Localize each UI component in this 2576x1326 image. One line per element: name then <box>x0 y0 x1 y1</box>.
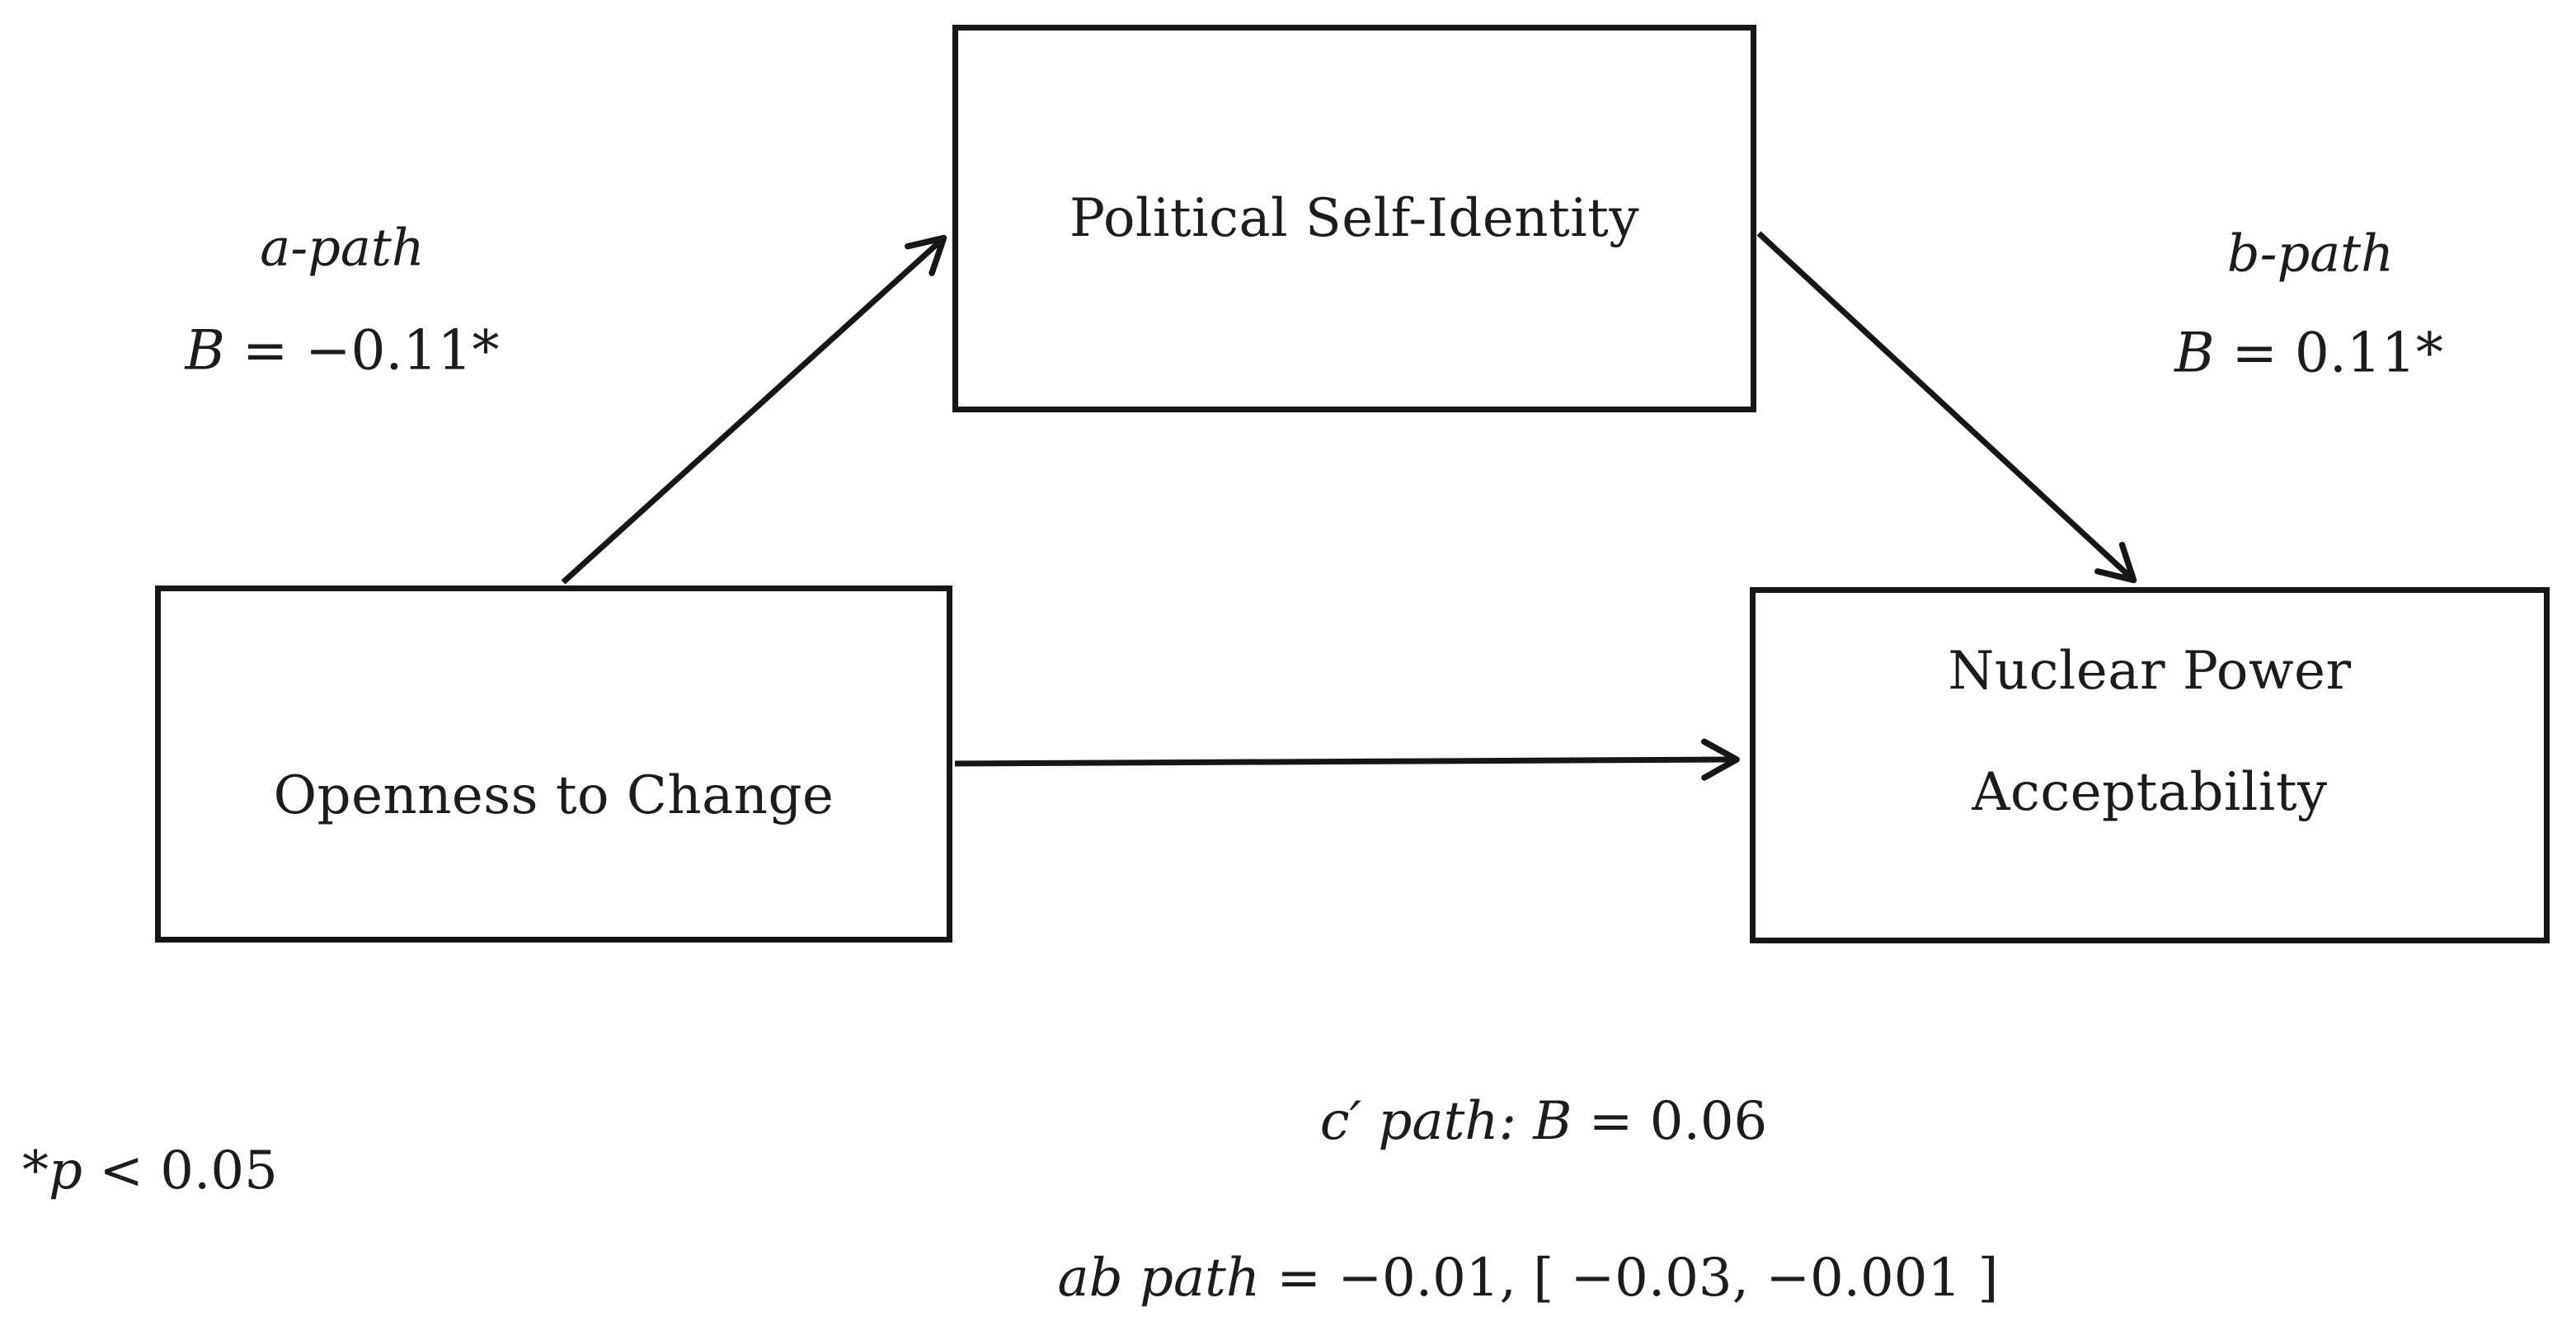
c-path-stat-value: = 0.06 <box>1572 1091 1768 1152</box>
outcome-label-line1: Nuclear Power <box>1948 641 2352 702</box>
a-path-arrow <box>561 234 947 585</box>
c-path-name-and-var: c′ path: B <box>1319 1091 1572 1152</box>
significance-note-star: * <box>22 1140 49 1201</box>
b-path-name-label: b-path <box>2226 223 2395 284</box>
b-path-stat-label: B = 0.11* <box>2174 322 2443 385</box>
a-path-stat-value: = −0.11* <box>225 318 500 383</box>
c-path-arrow <box>954 738 1740 781</box>
significance-note-var: p <box>49 1140 82 1201</box>
significance-note: *p < 0.05 <box>22 1140 278 1201</box>
b-path-arrow <box>1756 231 2137 584</box>
a-path-stat-label: B = −0.11* <box>185 319 499 383</box>
significance-note-value: < 0.05 <box>82 1140 278 1201</box>
outcome-label-line2: Acceptability <box>1972 762 2328 823</box>
a-path-stat-var: B <box>185 318 225 383</box>
outcome-box: Nuclear Power Acceptability <box>1750 587 2550 943</box>
ab-path-stat-label: ab path = −0.01, [ −0.03, −0.001 ] <box>1058 1248 1999 1309</box>
ab-path-name: ab path <box>1057 1248 1261 1309</box>
predictor-box: Openness to Change <box>155 585 952 943</box>
ab-path-stat-value: = −0.01, [ −0.03, −0.001 ] <box>1260 1248 1999 1309</box>
mediator-label: Political Self-Identity <box>1069 188 1640 249</box>
b-path-stat-value: = 0.11* <box>2214 321 2443 385</box>
b-path-stat-var: B <box>2174 321 2215 385</box>
c-path-stat-label: c′ path: B = 0.06 <box>1320 1091 1768 1152</box>
mediator-box: Political Self-Identity <box>952 25 1756 412</box>
a-path-name-label: a-path <box>260 217 425 278</box>
predictor-label: Openness to Change <box>273 764 834 826</box>
